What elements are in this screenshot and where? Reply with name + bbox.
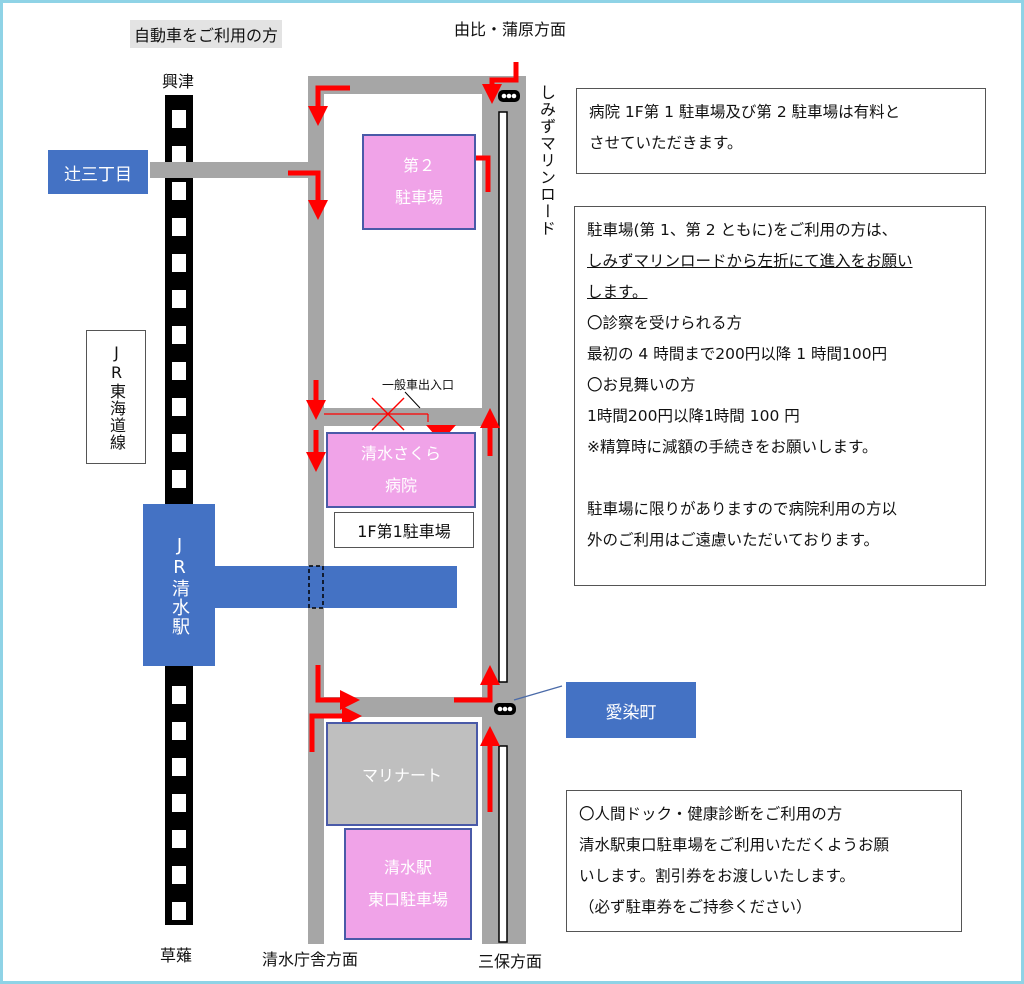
usage-note-line: しみずマリンロードから左折にて進入をお願い [587, 252, 913, 270]
road-hospital-access [308, 408, 486, 426]
dock-note-line: 清水駅東口駐車場をご利用いただくようお願 [579, 836, 890, 854]
road-tsuji [150, 162, 310, 178]
usage-note-line: 〇診察を受けられる方 [587, 314, 743, 332]
dock-note-line: （必ず駐車券をご持参ください） [579, 898, 812, 916]
usage-note-line: 1時間200円以降1時間 100 円 [587, 407, 800, 425]
rail-tie [172, 830, 186, 848]
route-arrow [454, 665, 500, 703]
rail-tie [172, 866, 186, 884]
usage-note-line: 駐車場(第 1、第 2 ともに)をご利用の方は、 [587, 221, 898, 239]
east-parking-line1: 清水駅 [383, 858, 432, 877]
rail-tie [172, 182, 186, 200]
jr-line-text: JR東海道線 [107, 343, 126, 451]
gate-label: 一般車出入口 [382, 378, 455, 392]
rail-tie [172, 902, 186, 920]
hospital-building: 清水さくら 病院 [326, 432, 476, 508]
aisome-sign: 愛染町 [566, 682, 696, 738]
parking-2-line2: 駐車場 [394, 188, 443, 207]
usage-note-line: 外のご利用はご遠慮いただいております。 [587, 531, 880, 549]
median-strip-south [498, 745, 508, 943]
direction-north-label: 由比・蒲原方面 [454, 20, 567, 39]
east-parking-line2: 東口駐車場 [367, 890, 448, 909]
tsuji-sign: 辻三丁目 [48, 150, 148, 194]
usage-note-line: します。 [587, 283, 648, 301]
parking-1-label: 1F第1駐車場 [334, 512, 474, 548]
route-arrow [309, 706, 362, 752]
usage-note-line: 〇お見舞いの方 [587, 376, 696, 394]
parking-2: 第２ 駐車場 [362, 134, 476, 230]
rail-tie [172, 218, 186, 236]
rail-tie [172, 686, 186, 704]
marinart-building: マリナート [326, 722, 478, 826]
fee-note-line: させていただきます。 [589, 134, 743, 152]
rail-tie [172, 470, 186, 488]
route-arrows [288, 62, 519, 812]
road-north-horizontal [308, 76, 526, 94]
route-arrow [308, 85, 350, 126]
hospital-line2: 病院 [384, 476, 417, 495]
jr-station-text: JR清水駅 [169, 534, 190, 636]
rail-tie [172, 362, 186, 380]
usage-note: 駐車場(第 1、第 2 ともに)をご利用の方は、 しみずマリンロードから左折にて… [574, 206, 986, 586]
jr-station-block: JR清水駅 [143, 504, 215, 666]
east-parking: 清水駅 東口駐車場 [344, 828, 472, 940]
rail-tie [172, 290, 186, 308]
jr-line-label: JR東海道線 [86, 330, 146, 464]
rail-tie [172, 326, 186, 344]
direction-south-label: 三保方面 [478, 952, 543, 971]
station-east-passage [215, 566, 457, 608]
traffic-signal-north [498, 90, 520, 102]
dock-note-line: いします。割引券をお渡しいたします。 [579, 867, 855, 885]
parking-2-line1: 第２ [402, 156, 435, 175]
traffic-signal-aisome [494, 703, 516, 715]
fee-note: 病院 1F第 1 駐車場及び第 2 駐車場は有料と させていただきます。 [576, 88, 986, 174]
rail-tie [172, 398, 186, 416]
dock-note-line: 〇人間ドック・健康診断をご利用の方 [579, 805, 843, 823]
marine-road-label: しみずマリンロード [537, 84, 556, 237]
aisome-callout-line [513, 685, 563, 701]
rail-tie [172, 722, 186, 740]
hospital-line1: 清水さくら [360, 444, 441, 463]
rail-tie [172, 758, 186, 776]
dock-note: 〇人間ドック・健康診断をご利用の方 清水駅東口駐車場をご利用いただくようお願 い… [566, 790, 962, 932]
rail-tie [172, 794, 186, 812]
usage-note-line: ※精算時に減額の手続きをお願いします。 [587, 438, 878, 456]
passage-crossing [308, 565, 324, 609]
direction-southwest-label: 清水庁舎方面 [262, 950, 359, 969]
route-arrow [482, 62, 519, 104]
usage-note-line: 最初の 4 時間まで200円以降 1 時間100円 [587, 345, 888, 363]
route-arrow [315, 665, 360, 710]
rail-tie [172, 254, 186, 272]
median-strip-north [498, 111, 508, 683]
rail-north-label: 興津 [162, 72, 195, 91]
fee-note-line: 病院 1F第 1 駐車場及び第 2 駐車場は有料と [589, 103, 901, 121]
usage-note-line: 駐車場に限りがありますので病院利用の方以 [587, 500, 898, 518]
by-car-label: 自動車をご利用の方 [130, 20, 283, 48]
rail-tie [172, 146, 186, 164]
rail-south-label: 草薙 [160, 946, 193, 965]
route-arrow [288, 170, 328, 220]
rail-tie [172, 434, 186, 452]
rail-tie [172, 110, 186, 128]
